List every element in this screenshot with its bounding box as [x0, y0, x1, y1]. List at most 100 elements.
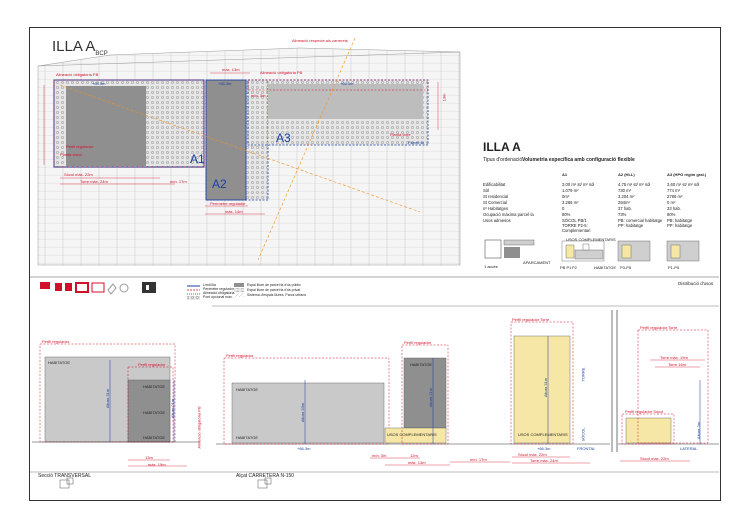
diagram-label-2: APARCAMENT — [523, 260, 551, 265]
plan-sotol-max: Sòcol màx. 22m — [64, 172, 93, 177]
table-row: Usos admesos SÒCOL PB/1 TORRE P2-5: Comp… — [483, 218, 693, 233]
plan-min-3: mín. 3m — [251, 93, 266, 98]
info-title: ILLA A — [483, 140, 521, 154]
tr-d6: Torre màx. 24m — [530, 458, 558, 463]
legend-lines: Límit illa Perímetre regulador Alineació… — [203, 283, 235, 299]
tr-alt-1: Altura 33m — [300, 402, 306, 423]
table-row: Edificabilitat 3,00 m² st/ m² sòl 4,75 m… — [483, 182, 700, 187]
table-row: Ocupació màxima parcel·la 80% 73% 80% — [483, 212, 676, 217]
plan-torre-max: Torre màx. 24m — [80, 179, 108, 184]
info-type-value: Volumetria específica amb configuració f… — [522, 157, 635, 163]
tl-dim-1: 13m — [145, 455, 153, 460]
tl-hab-1: HABITATGE — [48, 360, 71, 365]
legend-areas: Espai lliure de parcel·la d'ús públic Es… — [247, 283, 307, 297]
transversal-section — [32, 343, 200, 467]
plan-dim-13: 13m — [441, 93, 447, 102]
tr-d4: mín. 17m — [470, 457, 487, 462]
tl-hab-2: HABITATGE — [143, 384, 166, 389]
drawing-frame — [29, 27, 721, 501]
plan-min-17: mín. 17m — [170, 179, 187, 184]
tr-perfil-2: Perfil regulador — [404, 340, 432, 345]
tl-hab-4: HABITATGE — [143, 435, 166, 440]
plan-perimetre: Perímetre regulador — [210, 201, 246, 206]
diagram-label-3: USOS COMPLEMENTARIS — [566, 237, 616, 242]
distribucio-label: Distribució d'usos — [678, 281, 714, 286]
tr-level-2: +66.3m — [537, 446, 551, 451]
diagram-label-1: 1 accés — [484, 264, 498, 269]
block-a2-label: A2 — [212, 177, 227, 191]
tr-d3: màx. 13m — [408, 460, 426, 465]
plan-level-a2: +66.3m — [218, 81, 232, 86]
section-right-title: Alçat CARRETERA N-150 — [236, 473, 295, 479]
tr-usos-1: USOS COMPLEMENTARIS — [387, 432, 437, 437]
tr-hab-2: HABITATGE — [236, 435, 259, 440]
road-setback-label: Alineació respecte als carrerets — [292, 38, 348, 43]
block-a1 — [66, 86, 146, 166]
section-left-title: Secció TRANSVERSAL — [38, 473, 91, 479]
axis-line-1 — [59, 84, 421, 213]
block-a1-label: A1 — [190, 152, 205, 166]
tr-d8: Torre 16m — [668, 362, 687, 367]
tr-d9: Sòcol màx. 22m — [640, 456, 669, 461]
diagram-label-4: PB P1 — [560, 265, 572, 270]
tr-d7: Torre màx. 19m — [660, 355, 688, 360]
tl-alt-2: Altura 21m — [170, 398, 176, 419]
tr-usos-2: USOS COMPLEMENTARIS — [518, 432, 568, 437]
tr-d5: Sòcol màx. 22m — [518, 452, 547, 457]
info-col-a2: A2 (HLL) — [618, 172, 635, 177]
tr-alt-3: Altura 31m — [543, 377, 549, 398]
plan-planta-sotol: Planta sòcol — [60, 152, 82, 157]
diagram-label-5: P2 — [572, 265, 577, 270]
tr-hab-1: HABITATGE — [236, 387, 259, 392]
tl-perfil-2: Perfil regulador — [138, 362, 166, 367]
tl-dim-2: màx. 19m — [148, 462, 166, 467]
plan-level-a1: +65.5m — [92, 81, 106, 86]
tr-d2: 12m — [410, 453, 418, 458]
info-col-a1: A1 — [562, 172, 568, 177]
tl-setback: Alineació obligatòria PB — [196, 406, 202, 449]
tr-alt-4: SÒCOL — [580, 427, 586, 442]
tl-alt-1: Altura 31m — [105, 388, 111, 409]
table-row: nº Habitatges 0 37 hab. 33 hab. — [483, 206, 681, 211]
tr-lateral: LATERAL — [680, 446, 698, 451]
diagram-label-6: HABITATGE — [594, 265, 617, 270]
tr-level-1: +66.3m — [297, 446, 311, 451]
tr-alt-2: Altura 21m — [428, 387, 434, 408]
plan-planta-torre: Planta torre — [390, 132, 411, 137]
tr-hab-3: HABITATGE — [410, 362, 433, 367]
section-diagrams — [484, 239, 700, 262]
tr-perfil-1: Perfil regulador — [226, 353, 254, 358]
tr-alt-5: TORRE — [580, 367, 586, 382]
page-title: ILLA ABCP — [52, 38, 108, 57]
block-a3-label: A3 — [276, 131, 291, 145]
tr-alt-6: Altura 3m — [696, 421, 702, 440]
block-a2 — [205, 79, 247, 201]
table-row: St Comercial 3.266 m² 294m² 0 m² — [483, 200, 676, 205]
tr-frontal: FRONTAL — [577, 446, 596, 451]
table-row: St residencial 0m² 3.204 m² 2786 m² — [483, 194, 683, 199]
plan-max-13: màx. 13m — [222, 67, 240, 72]
tr-perfil-4: Perfil regulador Torre — [640, 325, 678, 330]
diagram-label-7: P3-P5 — [620, 265, 632, 270]
table-row: Sòl 1.079 m² 730 m² 774 m² — [483, 188, 681, 193]
tr-d1: mín. 3m — [372, 453, 387, 458]
info-table: Edificabilitat 3,00 m² st/ m² sòl 4,75 m… — [483, 182, 713, 233]
tr-perfil-5: Perfil regulador Sòcol — [625, 409, 664, 414]
tl-hab-3: HABITATGE — [143, 410, 166, 415]
carretera-elevation — [216, 310, 719, 466]
tr-perfil-3: Perfil regulador Torre — [512, 317, 550, 322]
plan-parcel: Parcel·la — [408, 140, 424, 145]
diagram-label-8: P1-P5 — [668, 265, 680, 270]
plan-setback-pb2: Alineació obligatòria PB — [260, 70, 303, 75]
plan-level-a3: +66.3m — [340, 81, 354, 86]
info-col-a3: A3 (HPO règim gral.) — [667, 172, 707, 177]
block-a1-perimeter — [53, 79, 205, 168]
plan-perfil-reg: Perfil regulador — [66, 144, 94, 149]
plan-setback-pb1: Alineació obligatòria PB — [56, 72, 99, 77]
axis-line-2 — [257, 37, 356, 261]
plan-max-14: màx. 14m — [225, 209, 243, 214]
info-type-label: Tipus d'ordenació: — [483, 157, 524, 163]
block-a3 — [268, 84, 423, 119]
